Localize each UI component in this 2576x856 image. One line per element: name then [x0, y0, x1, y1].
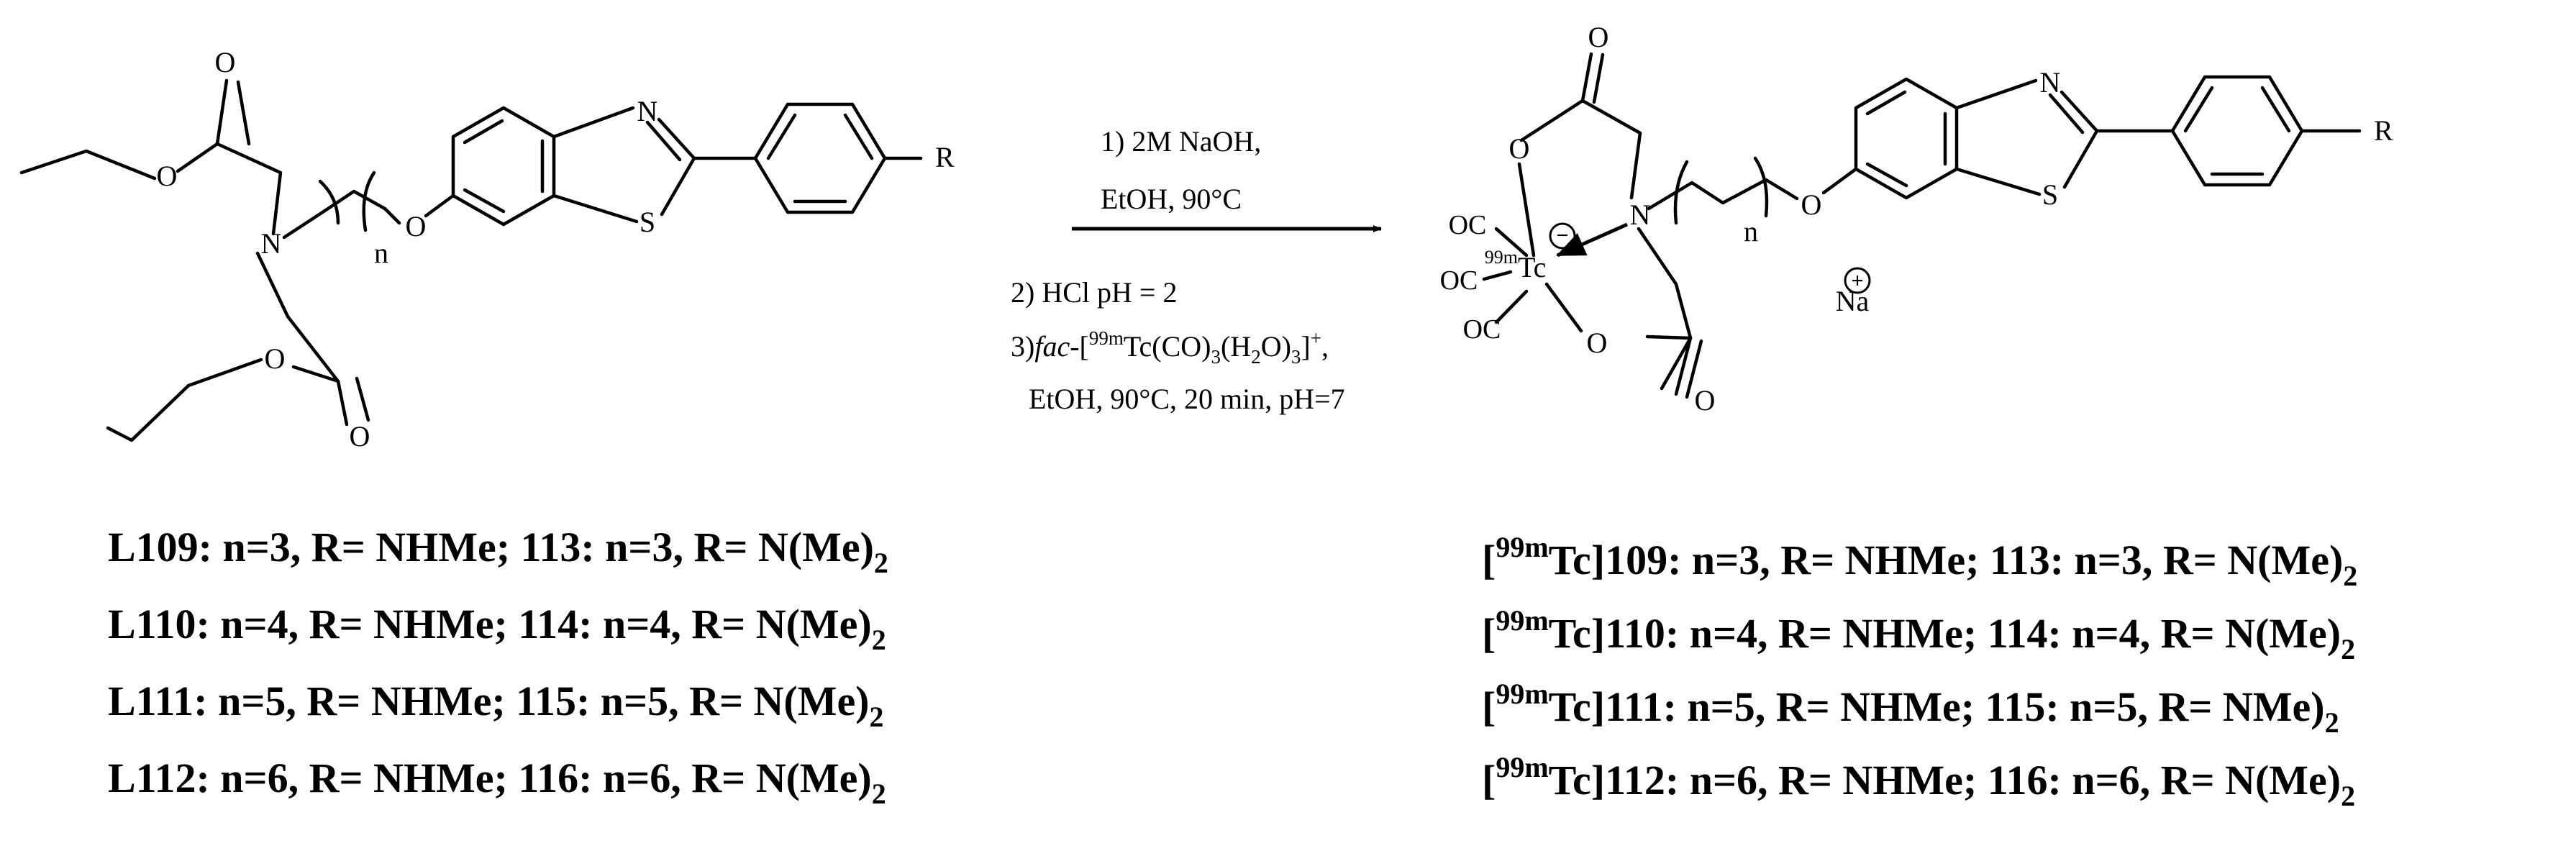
complex-row: [99mTc]109: n=3, R= NHMe; 113: n=3, R= N…	[1482, 531, 2357, 592]
product-thiazole-sulfur: S	[2042, 178, 2058, 211]
ligand-row: L110: n=4, R= NHMe; 114: n=4, R= N(Me)2	[108, 601, 886, 656]
step3-close: ]	[1301, 330, 1310, 363]
positive-charge-symbol: +	[1851, 269, 1863, 293]
ligand-row: L109: n=3, R= NHMe; 113: n=3, R= N(Me)2	[108, 524, 888, 579]
chain-length-n: n	[374, 237, 388, 269]
complex-bracket: [	[1482, 537, 1496, 583]
complex-row-text: Tc]110: n=4, R= NHMe; 114: n=4, R= N(Me)	[1549, 610, 2341, 657]
complex-row-text: Tc]111: n=5, R= NHMe; 115: n=5, R= NMe)	[1549, 683, 2325, 730]
ester-carbonyl-o-bottom: O	[350, 420, 370, 452]
ether-oxygen: O	[406, 210, 427, 242]
ligand-series-list: L109: n=3, R= NHMe; 113: n=3, R= N(Me)2 …	[108, 524, 888, 810]
step3-h: (H	[1221, 330, 1251, 363]
reaction-arrow-group: 1) 2M NaOH, EtOH, 90°C 2) HCl pH = 2 3)f…	[1011, 125, 1382, 415]
carbonyl-ligand-top: OC	[1449, 210, 1487, 240]
ligand-row-subscript: 2	[872, 778, 886, 810]
complex-row-subscript: 2	[2325, 706, 2339, 739]
ligand-row-text: L111: n=5, R= NHMe; 115: n=5, R= N(Me)	[108, 678, 870, 724]
step3-o: O)	[1261, 330, 1291, 363]
step3-comma: ,	[1321, 330, 1329, 363]
tc-isotope-label: 99m	[1485, 247, 1518, 268]
ligand-row-text: L109: n=3, R= NHMe; 113: n=3, R= N(Me)	[108, 524, 874, 570]
product-chain-length-n: n	[1744, 215, 1758, 247]
reactant-structure: O O N n O O O N S R	[19, 46, 955, 452]
complex-row-subscript: 2	[2343, 560, 2357, 592]
ligand-row: L112: n=6, R= NHMe; 116: n=6, R= N(Me)2	[108, 755, 886, 810]
complex-bracket: [	[1482, 683, 1496, 730]
complex-bracket: [	[1482, 610, 1496, 657]
complex-row: [99mTc]112: n=6, R= NHMe; 116: n=6, R= N…	[1482, 751, 2355, 812]
step3-sub3a: 3	[1211, 346, 1221, 368]
amine-nitrogen: N	[261, 227, 282, 260]
r-group-label: R	[935, 141, 955, 173]
complex-isotope: 99m	[1496, 531, 1548, 563]
condition-step3-line1: 3)fac-[99mTc(CO)3(H2O)3]+,	[1011, 327, 1329, 368]
product-thiazole-nitrogen: N	[2040, 66, 2061, 99]
complex-series-list: [99mTc]109: n=3, R= NHMe; 113: n=3, R= N…	[1482, 531, 2357, 812]
complex-row-text: Tc]109: n=3, R= NHMe; 113: n=3, R= N(Me)	[1549, 537, 2344, 583]
complex-isotope: 99m	[1496, 751, 1548, 783]
ligand-row-subscript: 2	[874, 547, 888, 579]
thiazole-sulfur: S	[640, 206, 655, 238]
product-amine-nitrogen: N	[1630, 199, 1651, 231]
step3-isotope: 99m	[1089, 327, 1124, 349]
complex-bracket: [	[1482, 757, 1496, 803]
positive-charge-circle	[1844, 267, 1871, 294]
step3-prefix: 3)	[1011, 330, 1034, 363]
carbonyl-ligand-middle: OC	[1440, 265, 1478, 296]
product-carbonyl-o-top: O	[1588, 21, 1609, 53]
ligand-row-subscript: 2	[870, 701, 884, 733]
complex-isotope: 99m	[1496, 604, 1548, 637]
complex-row: [99mTc]111: n=5, R= NHMe; 115: n=5, R= N…	[1482, 678, 2339, 739]
negative-charge-symbol: −	[1556, 224, 1568, 247]
ester-link-o-top: O	[157, 160, 178, 192]
step3-fac: fac	[1034, 330, 1070, 363]
complex-row-text: Tc]112: n=6, R= NHMe; 116: n=6, R= N(Me)	[1549, 757, 2341, 803]
complex-isotope: 99m	[1496, 678, 1548, 710]
step3-sub2: 2	[1251, 346, 1261, 368]
thiazole-nitrogen: N	[637, 95, 658, 127]
step3-tc: Tc(CO)	[1124, 330, 1211, 363]
technetium-atom: Tc	[1518, 251, 1546, 283]
condition-step1-line1: 1) 2M NaOH,	[1101, 125, 1261, 158]
step3-open: -[	[1070, 330, 1089, 363]
ligand-row-text: L110: n=4, R= NHMe; 114: n=4, R= N(Me)	[108, 601, 872, 647]
carbonyl-ligand-bottom: OC	[1463, 314, 1501, 345]
product-carboxylate-o-bottom: O	[1587, 327, 1608, 359]
ligand-row-subscript: 2	[872, 624, 886, 656]
product-structure: O O N n O 99m Tc − OC OC OC O O N S R Na…	[1440, 21, 2393, 416]
product-r-group-label: R	[2374, 114, 2393, 147]
ester-link-o-bottom: O	[265, 342, 286, 375]
ester-carbonyl-o-top: O	[215, 46, 236, 78]
complex-row-subscript: 2	[2341, 633, 2355, 665]
step3-plus: +	[1311, 327, 1321, 349]
product-ether-oxygen: O	[1801, 188, 1822, 221]
product-carboxylate-o-top: O	[1509, 132, 1530, 165]
condition-step3-line2: EtOH, 90°C, 20 min, pH=7	[1029, 383, 1345, 415]
reactant-bonds	[19, 78, 923, 442]
product-carbonyl-o-bottom: O	[1695, 384, 1716, 416]
negative-charge-circle	[1549, 222, 1576, 250]
ligand-row-text: L112: n=6, R= NHMe; 116: n=6, R= N(Me)	[108, 755, 872, 801]
step3-sub3b: 3	[1291, 346, 1301, 368]
product-bonds	[1482, 52, 2362, 399]
condition-step2: 2) HCl pH = 2	[1011, 276, 1177, 309]
ligand-row: L111: n=5, R= NHMe; 115: n=5, R= N(Me)2	[108, 678, 884, 733]
condition-step1-line2: EtOH, 90°C	[1101, 183, 1242, 215]
n-tc-coordination-arrow	[1556, 222, 1629, 258]
complex-row: [99mTc]110: n=4, R= NHMe; 114: n=4, R= N…	[1482, 604, 2355, 665]
complex-row-subscript: 2	[2341, 780, 2355, 812]
